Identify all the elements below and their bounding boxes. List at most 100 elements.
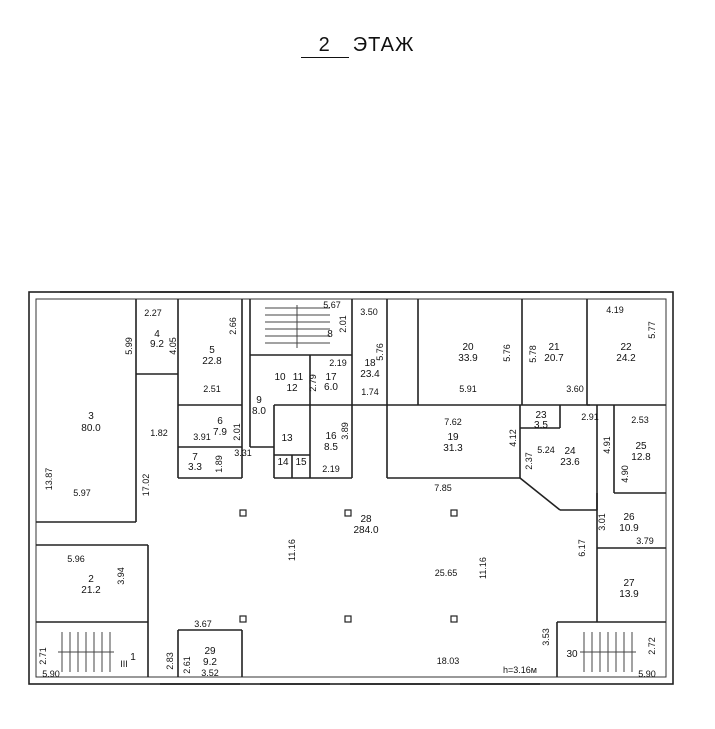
- inner-wall-line: [35, 298, 667, 678]
- dimension-label: 3.79: [636, 536, 654, 546]
- dimension-label: 3.52: [201, 668, 219, 678]
- room-16-number: 16: [325, 431, 337, 442]
- room-8-number: 8: [327, 329, 333, 340]
- room-17-number: 17: [325, 372, 337, 383]
- dimension-label: 1.82: [150, 428, 168, 438]
- dimension-label: 2.51: [203, 384, 221, 394]
- room-18-number: 18: [364, 358, 376, 369]
- dimension-label: 2.66: [228, 317, 238, 335]
- floor-label: ЭТАЖ: [352, 34, 415, 56]
- dimension-label: 7.62: [444, 417, 462, 427]
- dimension-label: 11.16: [287, 539, 297, 561]
- dimension-label: 5.90: [42, 669, 60, 679]
- dimension-label: 2.19: [322, 464, 340, 474]
- stair-right: [580, 632, 636, 672]
- room-25-number: 25: [635, 441, 647, 452]
- dimension-label: 2.79: [308, 374, 318, 392]
- dimension-label: 4.12: [508, 429, 518, 447]
- dimension-label: 3.53: [541, 628, 551, 646]
- dimension-label: 2.61: [182, 656, 192, 674]
- dimension-label: 1.74: [361, 387, 379, 397]
- room-3-area: 80.0: [81, 423, 101, 434]
- dimension-label: 2.01: [232, 423, 242, 441]
- room-4-area: 9.2: [150, 339, 164, 350]
- room-19-area: 31.3: [443, 443, 463, 454]
- floor-number: 2: [300, 34, 349, 58]
- dimension-label: 5.97: [73, 488, 91, 498]
- room-26-number: 26: [623, 512, 635, 523]
- room-14-number: 14: [277, 457, 289, 468]
- dimension-label: 18.03: [437, 656, 460, 666]
- room-21-number: 21: [548, 342, 560, 353]
- dimension-label: 11.16: [478, 557, 488, 579]
- room-9-number: 9: [256, 395, 262, 406]
- window-marks: [60, 291, 650, 685]
- room-29-number: 29: [204, 646, 216, 657]
- columns: [239, 509, 458, 623]
- dimension-label: 6.17: [577, 539, 587, 557]
- room-6-area: 7.9: [213, 427, 227, 438]
- room-30-number: 30: [566, 649, 578, 660]
- dimension-label: 1.89: [214, 455, 224, 473]
- dimension-label: 3.67: [194, 619, 212, 629]
- dimension-label: 2.27: [144, 308, 162, 318]
- dimension-label: 5.76: [375, 343, 385, 361]
- dimension-label: 7.85: [434, 483, 452, 493]
- dimension-label: 2.01: [338, 315, 348, 333]
- room-25-area: 12.8: [631, 452, 651, 463]
- dimension-label: 5.96: [67, 554, 85, 564]
- dimension-label: 3.31: [234, 448, 252, 458]
- room-20-number: 20: [462, 342, 474, 353]
- dimension-label: 3.60: [566, 384, 584, 394]
- room-23-number: 23: [535, 410, 547, 421]
- dimension-label: 3.89: [340, 422, 350, 440]
- dimension-label: 17.02: [141, 474, 151, 497]
- dimension-label: 5.24: [537, 445, 555, 455]
- room-16-area: 8.5: [324, 442, 338, 453]
- room-24-area: 23.6: [560, 457, 580, 468]
- room-29-area: 9.2: [203, 657, 217, 668]
- room-21-area: 20.7: [544, 353, 564, 364]
- room-23-area: 3.5: [534, 420, 548, 431]
- room-2-number: 2: [88, 574, 94, 585]
- room-labels: 3 80.0 4 9.2 5 22.8 6 7.9 7 3.3 8 9 8.0 …: [81, 329, 651, 675]
- dimension-label: 4.90: [620, 465, 630, 483]
- room-24-number: 24: [564, 446, 576, 457]
- room-28-number: 28: [360, 514, 372, 525]
- room-27-area: 13.9: [619, 589, 639, 600]
- dimension-label: 3.01: [597, 513, 607, 531]
- room-27-number: 27: [623, 578, 635, 589]
- room-7-number: 7: [192, 452, 198, 463]
- room-19-number: 19: [447, 432, 459, 443]
- dimension-label: 13.87: [44, 468, 54, 491]
- dimension-label: 5.91: [459, 384, 477, 394]
- stair-mark: III: [120, 659, 128, 669]
- dimension-label: 3.94: [116, 567, 126, 585]
- room-6-number: 6: [217, 416, 223, 427]
- room-5-number: 5: [209, 345, 215, 356]
- dimension-label: 5.90: [638, 669, 656, 679]
- room-22-number: 22: [620, 342, 632, 353]
- dimension-label: 2.71: [38, 647, 48, 665]
- height-note: h=3.16м: [503, 665, 537, 675]
- dimension-label: 2.72: [647, 637, 657, 655]
- room-11-number: 11: [293, 372, 304, 383]
- dimension-label: 25.65: [435, 568, 458, 578]
- interior-walls: [36, 299, 666, 677]
- room-10-number: 10: [274, 372, 286, 383]
- dimension-label: 3.50: [360, 307, 378, 317]
- room-22-area: 24.2: [616, 353, 636, 364]
- dimension-label: 5.78: [528, 345, 538, 363]
- dimension-label: 3.91: [193, 432, 211, 442]
- room-4-number: 4: [154, 329, 160, 340]
- dimension-label: 2.91: [581, 412, 599, 422]
- room-28-area: 284.0: [353, 525, 378, 536]
- dimension-label: 2.83: [165, 652, 175, 670]
- room-20-area: 33.9: [458, 353, 478, 364]
- room-7-area: 3.3: [188, 462, 202, 473]
- room-18-area: 23.4: [360, 369, 380, 380]
- dimension-labels: 2.27 5.99 4.05 2.66 2.51 5.67 2.01 3.50 …: [38, 300, 657, 679]
- room-3-number: 3: [88, 411, 94, 422]
- dimension-label: 5.77: [647, 321, 657, 339]
